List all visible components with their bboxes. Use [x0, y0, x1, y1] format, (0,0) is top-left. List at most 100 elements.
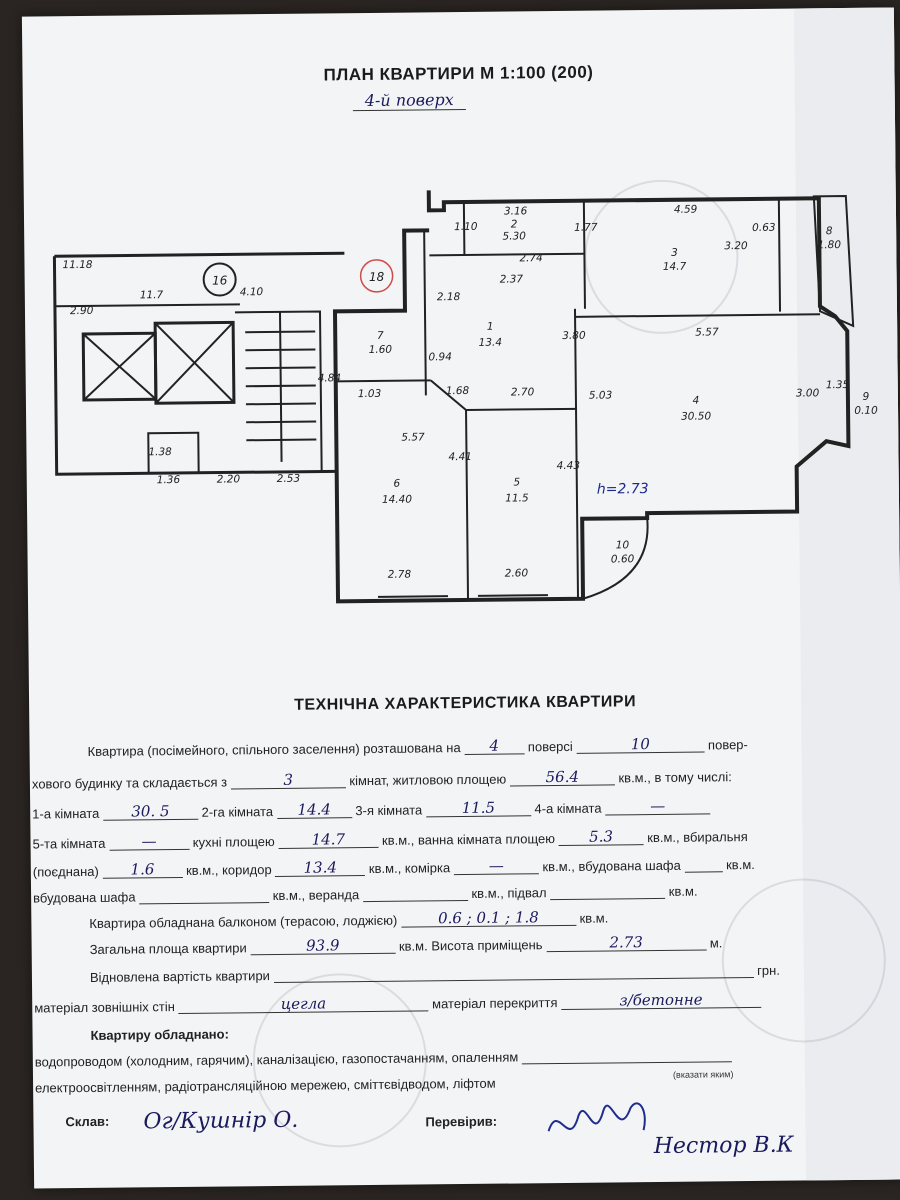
- room-5-area: 11.5: [505, 492, 529, 504]
- form-text: кв.м., комірка: [368, 860, 451, 877]
- dim-label: 2.70: [511, 386, 535, 398]
- dim-label: 11.18: [62, 259, 93, 271]
- form-text: кв.м.: [579, 910, 609, 926]
- corridor-field: 13.4: [275, 858, 366, 877]
- restored-value-field: [273, 960, 754, 984]
- form-text: (поєднана): [32, 863, 99, 880]
- form-text: хового будинку та складається з: [31, 774, 228, 792]
- room-3-value: 11.5: [461, 798, 496, 818]
- checker-signature-mark: [547, 1102, 646, 1132]
- room-1-field: 30. 5: [102, 802, 199, 821]
- dim-label: 2.90: [70, 305, 94, 317]
- form-text: кв.м., підвал: [471, 885, 547, 901]
- dim-label: 5.57: [401, 431, 425, 443]
- room-10-area: 0.60: [611, 553, 635, 565]
- form-text: кв.м.: [725, 856, 755, 873]
- form-text: матеріал зовнішніх стін: [34, 999, 175, 1016]
- apartment-number: 18: [369, 270, 385, 284]
- room-1-area: 13.4: [479, 337, 503, 349]
- form-text: кухні площею: [192, 833, 275, 850]
- pantry-value: —: [488, 856, 504, 875]
- room-4-no: 4: [693, 395, 700, 407]
- dim-label: 0.63: [752, 222, 776, 234]
- form-text: кв.м., вбиральня: [647, 829, 748, 846]
- dim-label: 4.43: [557, 460, 581, 472]
- form-text: Квартира обладнана балконом (терасою, ло…: [89, 912, 398, 931]
- pantry-field: —: [453, 856, 539, 876]
- form-text: Квартира (посімейного, спільного заселен…: [87, 740, 461, 759]
- room-3-no: 3: [671, 247, 678, 259]
- form-row-9: Відновлена вартість квартири грн.: [89, 960, 780, 985]
- equip-line-2: електроосвітленням, радіотрансляційною м…: [35, 1075, 496, 1096]
- room-5-value: —: [141, 832, 157, 851]
- form-text: м.: [709, 935, 723, 951]
- form-row-2: хового будинку та складається з 3 кімнат…: [31, 767, 732, 792]
- height-field: 2.73: [546, 933, 707, 953]
- room-1-value: 30. 5: [131, 802, 170, 821]
- floor-field: 4: [464, 737, 525, 756]
- checked-signature: Нестор В.К: [653, 1132, 794, 1160]
- form-text: 2-га кімната: [201, 804, 274, 820]
- dim-label: 1.38: [148, 446, 172, 458]
- form-row-7: Квартира обладнана балконом (терасою, ло…: [89, 908, 609, 931]
- form-text: Відновлена вартість квартири: [89, 968, 270, 985]
- dim-label: 1.36: [157, 474, 181, 486]
- form-row-10: матеріал зовнішніх стін цегла матеріал п…: [34, 990, 762, 1016]
- kitchen-field: 14.7: [278, 830, 379, 849]
- basement-field: [550, 881, 666, 901]
- form-text: 1-а кімната: [32, 805, 100, 822]
- room-8-area: 1.80: [818, 239, 842, 251]
- dim-label: 2.60: [505, 567, 529, 579]
- rooms-field: 3: [230, 770, 346, 790]
- dim-label: 5.03: [589, 389, 613, 401]
- composed-label: Склав:: [65, 1113, 110, 1130]
- dim-label: 4.41: [448, 451, 472, 463]
- equipped-title: Квартиру обладнано:: [90, 1026, 229, 1043]
- room-5-field: —: [108, 832, 190, 851]
- room-5-no: 5: [513, 476, 520, 488]
- form-text: кімнат, житловою площею: [349, 771, 507, 789]
- living-area-value: 56.4: [545, 767, 580, 787]
- ceiling-height: h=2.73: [597, 481, 649, 498]
- form-row-6: вбудована шафа кв.м., веранда кв.м., під…: [33, 881, 698, 906]
- room-1-no: 1: [487, 321, 494, 333]
- dim-label: 0.94: [428, 351, 452, 363]
- room-3-field: 11.5: [425, 798, 531, 818]
- room-7-area: 1.60: [369, 344, 393, 356]
- room-7-no: 7: [377, 330, 384, 342]
- form-text: 3-я кімната: [355, 802, 423, 819]
- dim-label: 1.68: [446, 385, 470, 397]
- walls-field: цегла: [178, 994, 429, 1015]
- room-2-value: 14.4: [297, 800, 332, 819]
- form-text: 4-а кімната: [534, 800, 602, 817]
- rooms-value: 3: [283, 770, 294, 789]
- dim-label: 3.16: [504, 205, 528, 217]
- walls-value: цегла: [280, 994, 327, 1013]
- room-2-area: 5.30: [502, 230, 526, 242]
- wardrobe2-field: [139, 886, 270, 905]
- form-text: кв.м., вбудована шафа: [542, 857, 681, 875]
- toilet-value: 1.6: [130, 860, 155, 879]
- dim-label: 3.00: [796, 387, 820, 399]
- bath-field: 5.3: [558, 827, 644, 847]
- dim-label: 2.74: [519, 252, 543, 264]
- technical-form: Квартира (посімейного, спільного заселен…: [22, 7, 900, 1188]
- room-9-area: 0.10: [854, 405, 878, 417]
- dim-label: 2.78: [388, 569, 412, 581]
- neighbor-number: 16: [212, 273, 228, 287]
- dim-label: 1.03: [358, 388, 382, 400]
- form-text: кв.м., веранда: [272, 887, 360, 904]
- corridor-value: 13.4: [303, 858, 338, 877]
- form-row-12: водопроводом (холодним, гарячим), каналі…: [35, 1045, 732, 1070]
- room-2-field: 14.4: [276, 800, 352, 819]
- dim-label: 2.53: [277, 473, 301, 485]
- dim-label: 11.7: [140, 289, 164, 301]
- floors-value: з/бетонне: [619, 990, 703, 1010]
- equip-field: [521, 1045, 732, 1065]
- wardrobe-field: [684, 855, 723, 873]
- form-row-4: 5-та кімната — кухні площею 14.7 кв.м., …: [32, 827, 747, 851]
- form-row-8: Загальна площа квартири 93.9 кв.м. Висот…: [90, 933, 723, 957]
- form-text: 5-та кімната: [32, 835, 106, 852]
- specify-note: (вказати яким): [672, 1069, 734, 1080]
- floors-field: з/бетонне: [560, 990, 762, 1011]
